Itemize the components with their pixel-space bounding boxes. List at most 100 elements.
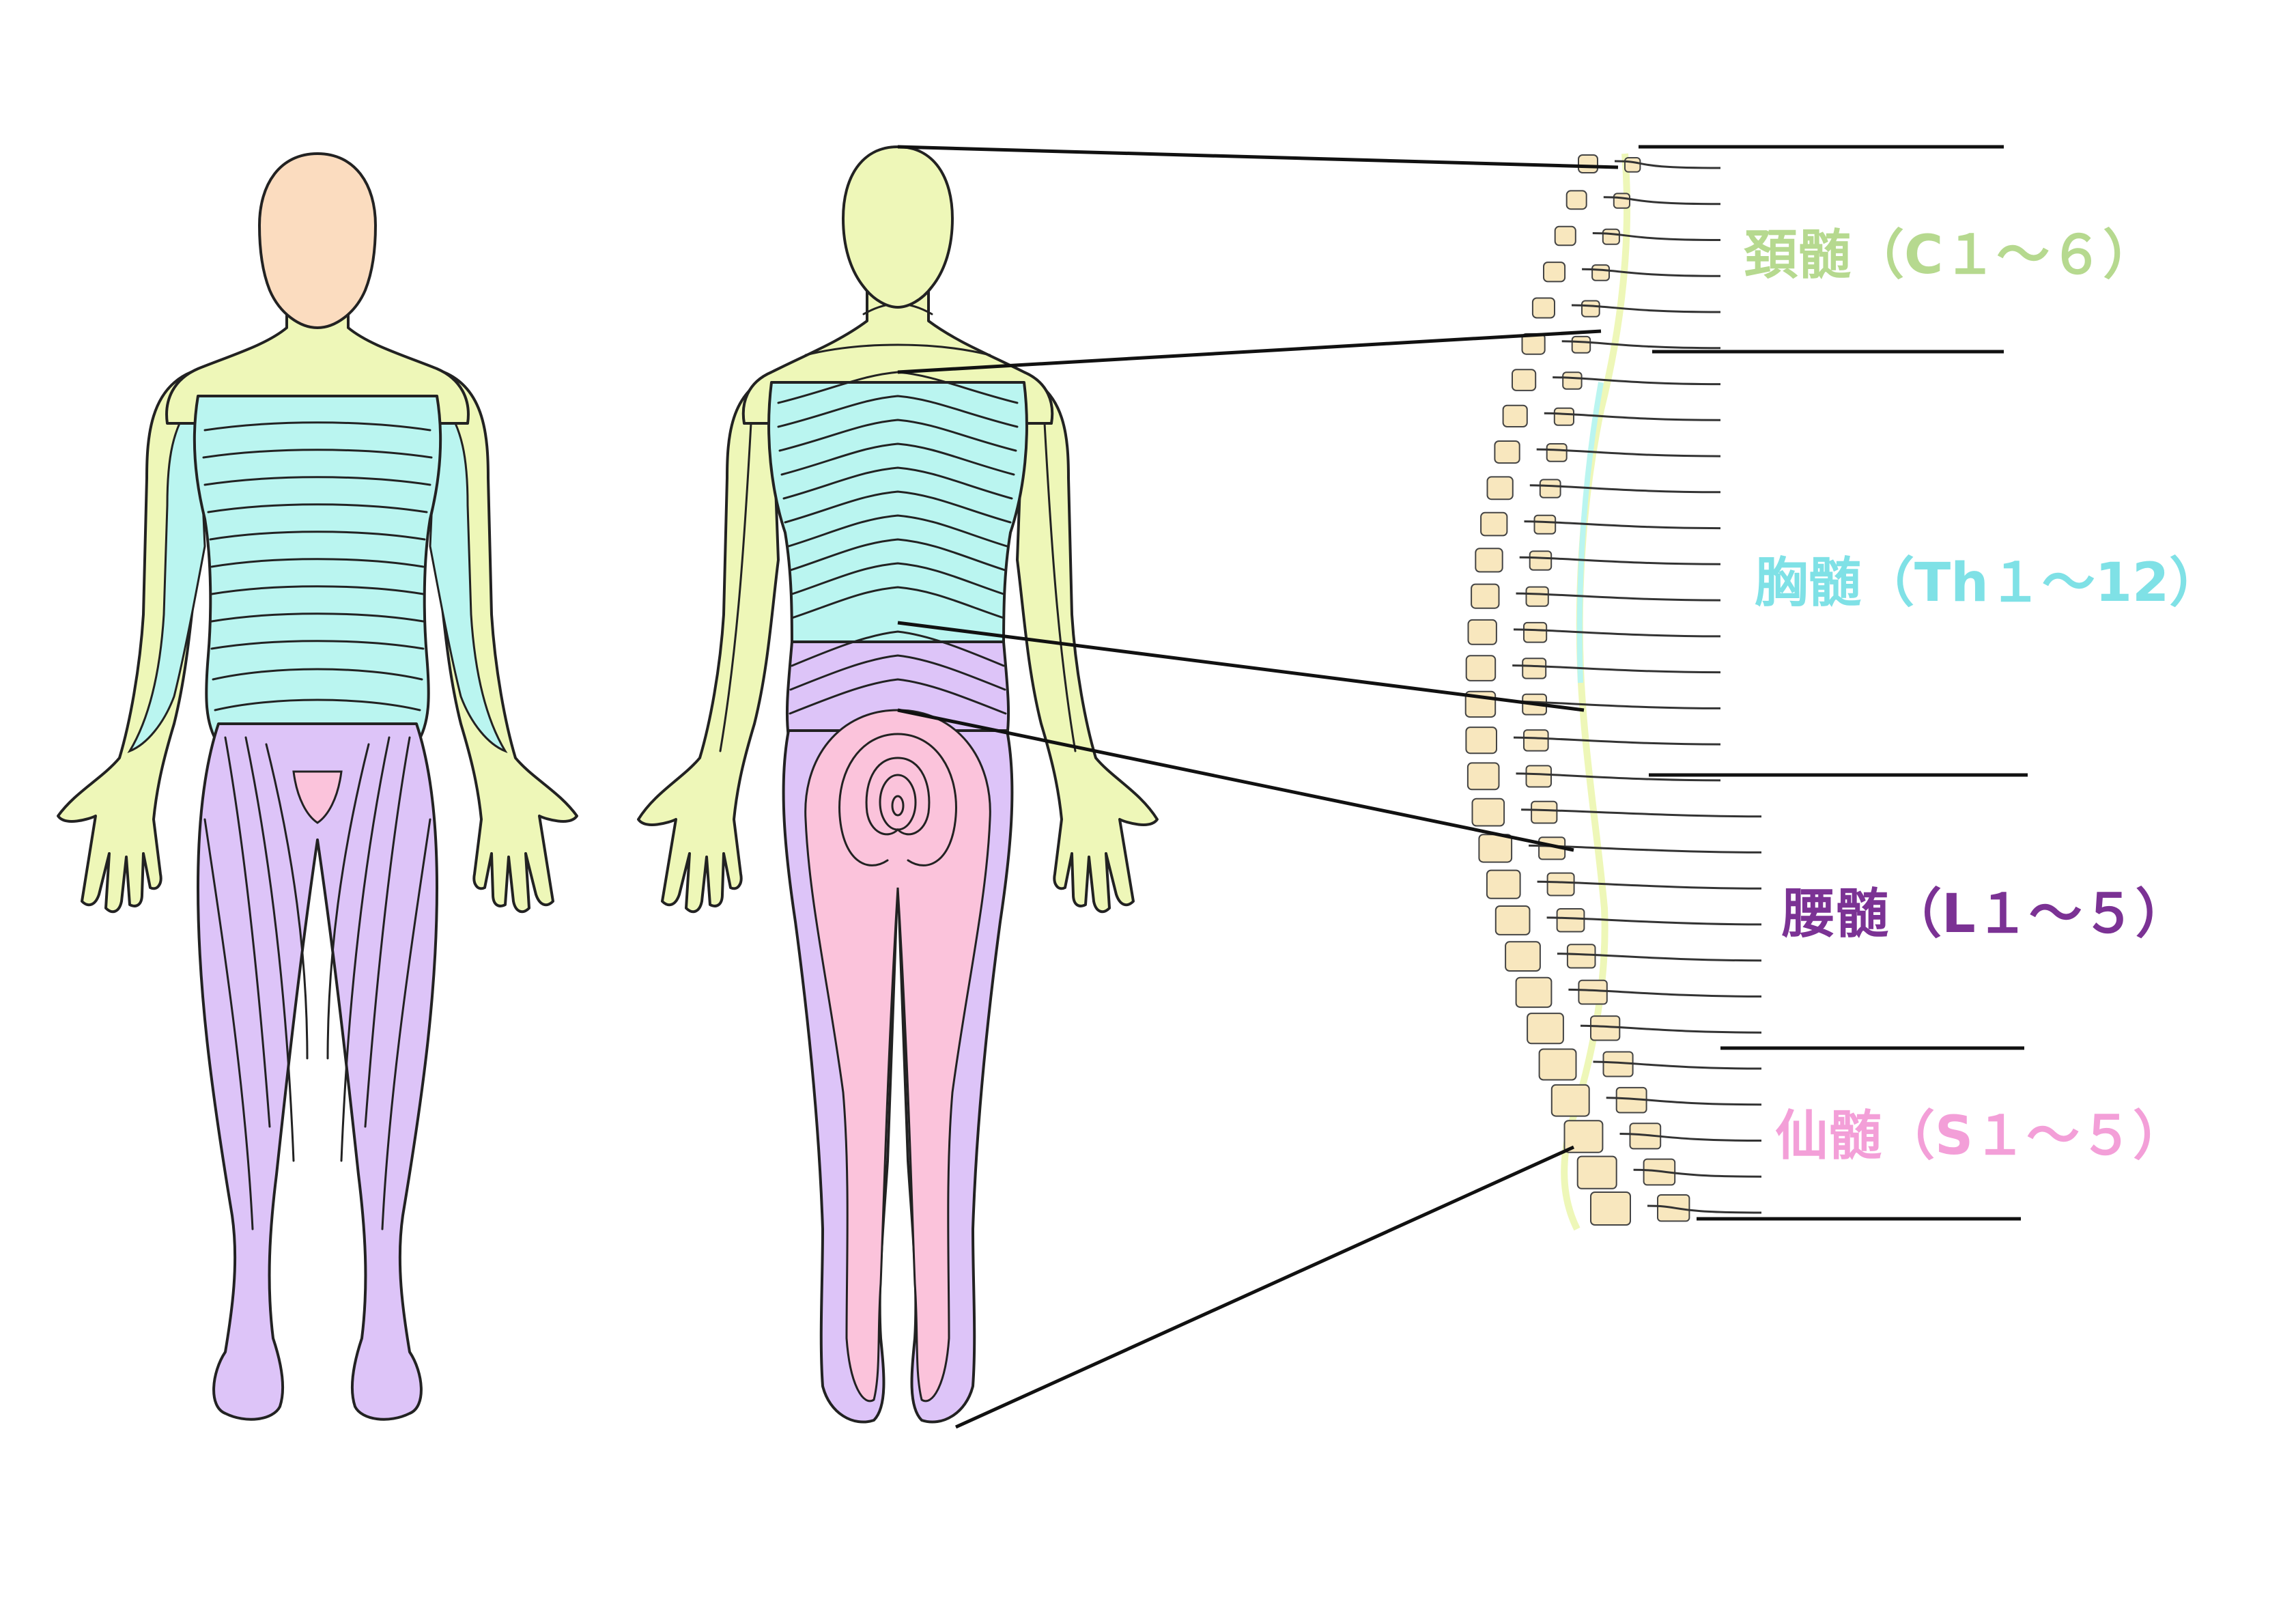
nerve-root: [1544, 412, 1721, 421]
back-sacral-rings: [838, 733, 957, 866]
label-cervical: 頚髄（C１～６）: [1744, 225, 2156, 286]
vertebra: [1543, 262, 1566, 283]
vertebra: [1494, 905, 1531, 935]
nerve-root: [1516, 772, 1721, 782]
vertebra: [1486, 869, 1521, 899]
vertebra: [1554, 225, 1576, 246]
vertebra-process: [1590, 1015, 1621, 1041]
vertebra-process: [1562, 371, 1583, 390]
vertebra-process: [1613, 193, 1631, 209]
vertebra: [1465, 727, 1497, 754]
leader-lumbar-top: [897, 621, 1585, 712]
nerve-root: [1568, 988, 1762, 998]
vertebra-process: [1591, 264, 1611, 281]
vertebra: [1466, 762, 1500, 791]
front-head: [258, 152, 377, 329]
nerve-root: [1553, 376, 1721, 386]
vertebra-process: [1602, 228, 1620, 245]
vertebra-process: [1525, 765, 1552, 788]
vertebra: [1563, 1120, 1604, 1153]
leader-foot: [954, 1145, 1575, 1429]
vertebra-process: [1523, 729, 1549, 752]
nerve-root: [1513, 736, 1721, 746]
front-leg-lines: [203, 736, 431, 1230]
vertebra-process: [1556, 908, 1585, 933]
vertebra: [1515, 976, 1553, 1008]
nerve-root: [1561, 340, 1721, 350]
vertebra: [1475, 548, 1503, 573]
spine-illustration: [1464, 153, 1762, 1231]
vertebra-process: [1566, 944, 1596, 969]
vertebra: [1512, 369, 1537, 391]
nerve-root: [1516, 592, 1721, 602]
nerve-root: [1524, 520, 1721, 530]
vertebra: [1538, 1048, 1577, 1081]
nerve-root: [1580, 1024, 1762, 1034]
back-head: [842, 145, 954, 309]
front-torso-bands: [202, 421, 433, 711]
back-lumbar-lines: [789, 630, 1007, 715]
front-right-arm-thoracic: [429, 393, 508, 754]
back-right-arm: [1016, 374, 1159, 914]
nerve-root: [1521, 808, 1762, 818]
vertebra-process: [1529, 550, 1553, 571]
vertebra-process: [1523, 621, 1548, 643]
nerve-root: [1647, 1204, 1762, 1214]
label-sacral: 仙髄（S１～５）: [1775, 1105, 2186, 1167]
vertebra-process: [1525, 586, 1549, 607]
nerve-root: [1633, 1168, 1762, 1178]
vertebra: [1486, 476, 1514, 500]
nerve-root: [1582, 268, 1721, 277]
vertebra: [1550, 1084, 1590, 1117]
label-lumbar: 腰髄（L１～５）: [1781, 884, 2189, 945]
vertebra: [1590, 1191, 1631, 1226]
front-left-arm-thoracic: [127, 393, 206, 754]
front-legs: [197, 722, 438, 1421]
front-neck-shoulders: [165, 292, 470, 425]
front-torso: [193, 395, 442, 746]
vertebra-process: [1624, 157, 1641, 173]
nerve-root: [1557, 953, 1762, 962]
nerve-root: [1606, 1097, 1762, 1106]
vertebra: [1502, 404, 1528, 428]
back-arm-lines: [719, 422, 1077, 752]
front-left-arm: [57, 371, 199, 914]
back-sacral-region: [804, 709, 991, 1402]
vertebra: [1527, 1013, 1564, 1045]
vertebra: [1471, 798, 1505, 827]
front-right-arm: [436, 371, 578, 914]
nerve-root: [1536, 448, 1721, 457]
vertebra: [1471, 583, 1500, 609]
nerve-root: [1546, 916, 1762, 926]
vertebra-process: [1546, 443, 1568, 462]
nerve-root: [1593, 1060, 1762, 1070]
vertebra-process: [1571, 335, 1591, 354]
vertebra-process: [1578, 979, 1608, 1005]
nerve-root: [1592, 232, 1721, 241]
nerve-root: [1513, 628, 1721, 638]
back-body-figure: [637, 145, 1159, 1424]
vertebra: [1565, 190, 1587, 210]
leader-lines: [897, 145, 1619, 1429]
vertebra-process: [1553, 407, 1575, 426]
vertebra-process: [1581, 300, 1600, 318]
vertebra-process: [1531, 800, 1558, 824]
vertebra-process: [1546, 872, 1575, 897]
vertebra: [1531, 297, 1555, 319]
vertebra: [1576, 1155, 1617, 1189]
nerve-root: [1603, 196, 1721, 206]
nerve-root: [1571, 304, 1721, 313]
leader-cervical-top: [897, 145, 1619, 169]
segment-boundaries: [1639, 145, 2028, 1221]
vertebra: [1578, 154, 1598, 173]
vertebra-process: [1522, 658, 1547, 679]
back-left-arm: [637, 374, 780, 914]
nerve-root: [1537, 880, 1762, 890]
vertebra: [1467, 619, 1497, 645]
vertebra: [1494, 440, 1520, 464]
nerve-root: [1519, 556, 1721, 565]
front-groin-sacral: [292, 770, 343, 824]
nerve-root: [1614, 160, 1721, 169]
vertebra: [1480, 511, 1508, 537]
